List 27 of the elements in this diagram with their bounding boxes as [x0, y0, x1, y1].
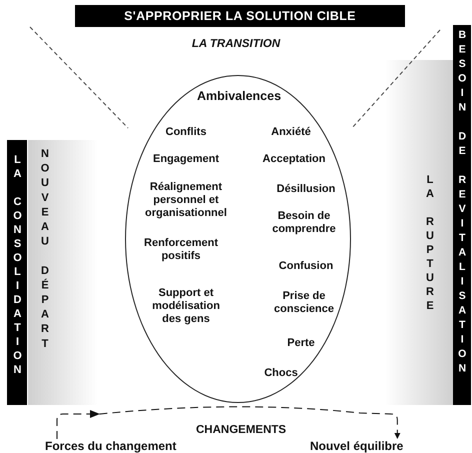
axis-label: CHANGEMENTS: [196, 424, 286, 436]
vertical-text: BESOIN DE REVITALISATION: [456, 29, 468, 379]
phase-text: Acceptation: [262, 153, 326, 166]
phase-text: Réalignement personnel et organisationnel: [144, 181, 228, 220]
heading-text: Ambivalences: [196, 90, 282, 103]
ellipse: [125, 75, 351, 403]
phase-text: Anxiété: [270, 126, 312, 139]
phase-text: Perte: [286, 337, 316, 350]
phase-text: Désillusion: [276, 183, 336, 196]
end-label: Forces du changement: [45, 439, 176, 453]
section-heading: LA TRANSITION: [190, 38, 282, 50]
phase-text: Besoin de comprendre: [271, 210, 337, 236]
vertical-text: LA RUPTURE: [424, 174, 435, 314]
end-label: Nouvel équilibre: [310, 439, 404, 453]
phase-text: Renforcement positifs: [143, 237, 219, 263]
phase-text: Chocs: [263, 367, 299, 380]
phase-text: Conflits: [164, 126, 208, 139]
phase-text: Confusion: [278, 260, 334, 273]
phase-text: Engagement: [152, 153, 220, 166]
vertical-banner: [7, 140, 27, 405]
phase-text: Prise de conscience: [273, 290, 335, 316]
vertical-text: NOUVEAU DÉPART: [39, 148, 50, 352]
vertical-text: LA CONSOLIDATION: [12, 154, 22, 380]
banner-text: S'APPROPRIER LA SOLUTION CIBLE: [124, 9, 356, 23]
phase-text: Support et modélisation des gens: [151, 287, 221, 326]
title-banner: [75, 5, 405, 27]
vertical-banner: [453, 25, 471, 405]
